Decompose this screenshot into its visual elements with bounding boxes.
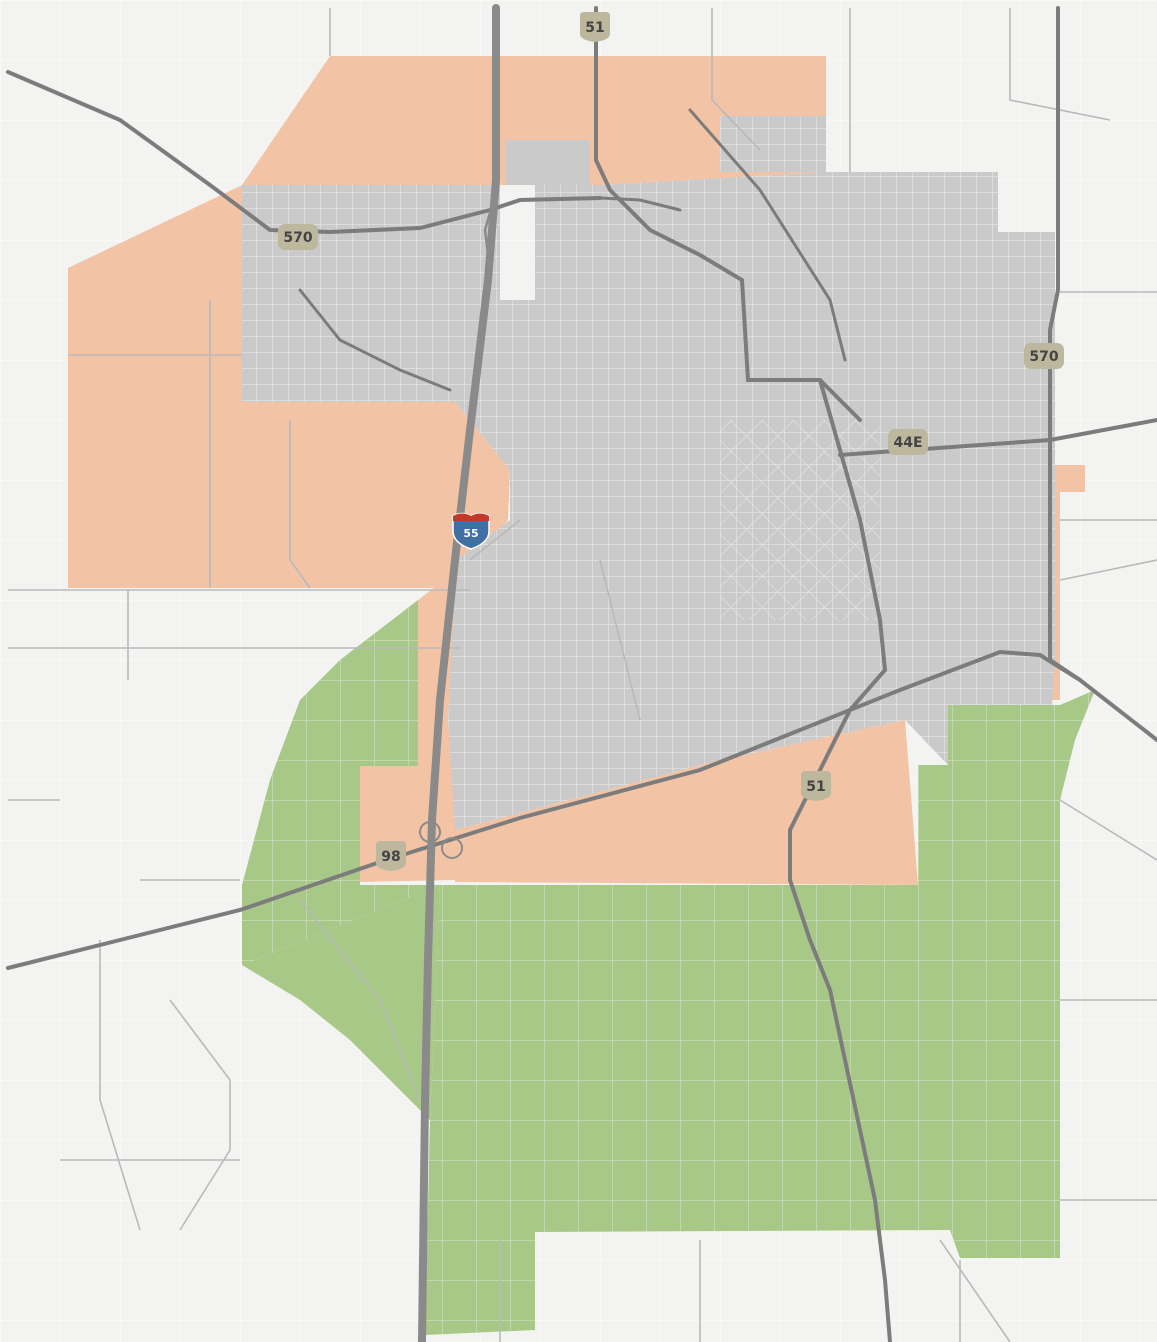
shield-i55[interactable]: 55 xyxy=(452,512,490,550)
zone-gray-diagonal-grid xyxy=(720,420,880,620)
zone-gray-north-block[interactable] xyxy=(505,140,590,185)
shield-570-east[interactable]: 570 xyxy=(1024,343,1064,369)
zone-orange-southcentral[interactable] xyxy=(455,720,918,885)
shield-44e[interactable]: 44E xyxy=(888,429,928,455)
i55-mainline xyxy=(418,4,500,1342)
zone-orange[interactable] xyxy=(68,56,1088,885)
zone-gray[interactable] xyxy=(242,116,1055,830)
shield-us51-north-label: 51 xyxy=(585,20,604,36)
zone-orange-east-edge[interactable] xyxy=(1052,465,1085,700)
zone-gray-street-grid xyxy=(242,116,1055,830)
zone-orange-north[interactable] xyxy=(242,56,826,185)
zone-green-southwest-curve[interactable] xyxy=(242,885,440,1120)
shield-us98-label: 98 xyxy=(381,849,400,865)
minor-roads xyxy=(8,8,1157,1342)
shield-570-west-label: 570 xyxy=(283,230,312,246)
road-570-west xyxy=(6,70,602,235)
shield-570-east-label: 570 xyxy=(1029,349,1058,365)
shield-44e-label: 44E xyxy=(893,435,922,451)
shield-us51-north[interactable]: 51 xyxy=(580,12,610,42)
shield-us51-south-label: 51 xyxy=(806,779,825,795)
major-roads xyxy=(6,6,1157,1342)
shield-570-west[interactable]: 570 xyxy=(278,224,318,250)
shield-i55-label: 55 xyxy=(463,527,478,540)
road-us51-south xyxy=(788,378,892,1342)
road-us51-north xyxy=(594,6,862,422)
shield-us51-south[interactable]: 51 xyxy=(801,771,831,801)
zone-green-parcel-lines xyxy=(242,600,1095,1335)
shield-us98[interactable]: 98 xyxy=(376,841,406,871)
interstate-55 xyxy=(418,4,500,1342)
road-us98 xyxy=(6,649,1082,970)
zone-green[interactable] xyxy=(242,600,1095,1335)
road-570-east xyxy=(1048,6,1157,742)
zone-orange-west[interactable] xyxy=(68,185,510,588)
